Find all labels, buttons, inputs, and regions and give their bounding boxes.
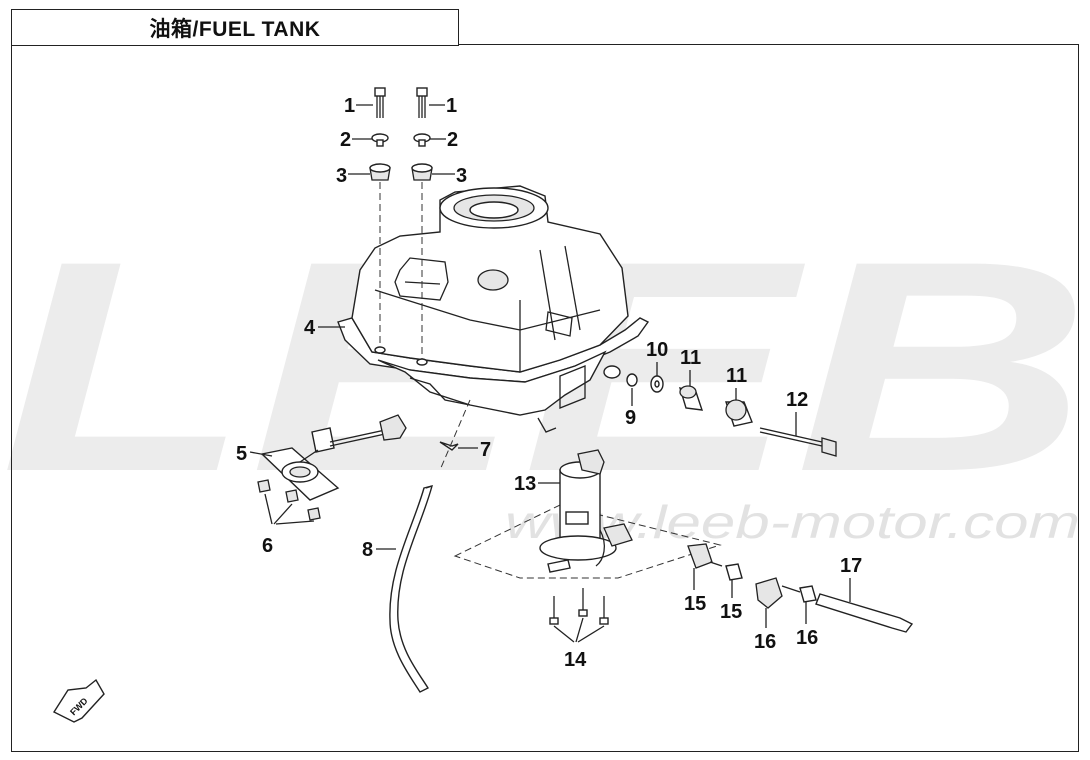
breather-hose bbox=[389, 485, 433, 693]
callout-9: 9 bbox=[625, 407, 636, 429]
fuel-pump bbox=[539, 449, 633, 573]
rubber-grommet-right bbox=[411, 163, 433, 181]
sensor-nuts bbox=[257, 479, 321, 521]
callout-7: 7 bbox=[480, 439, 491, 461]
fuel-hose-17 bbox=[815, 593, 914, 633]
callout-13: 13 bbox=[514, 473, 536, 495]
callout-16-left: 15 bbox=[720, 601, 742, 623]
callout-16-right: 16 bbox=[796, 627, 818, 649]
connector-15b bbox=[755, 577, 801, 609]
washer-10 bbox=[650, 375, 664, 393]
callout-15-right: 16 bbox=[754, 631, 776, 653]
rubber-grommet-left bbox=[369, 163, 391, 181]
callout-8: 8 bbox=[362, 539, 373, 561]
callout-3-right: 3 bbox=[456, 165, 467, 187]
callout-15-left: 15 bbox=[684, 593, 706, 615]
clip-16a bbox=[725, 563, 743, 581]
washer-left bbox=[371, 133, 389, 147]
clip-16b bbox=[799, 585, 817, 603]
title-box: 油箱/FUEL TANK bbox=[11, 9, 459, 46]
callout-17: 17 bbox=[840, 555, 862, 577]
page-title: 油箱/FUEL TANK bbox=[149, 17, 321, 41]
callout-1-right: 1 bbox=[446, 95, 457, 117]
pump-bolts bbox=[549, 588, 609, 625]
nut-9 bbox=[626, 373, 638, 387]
callout-1-left: 1 bbox=[344, 95, 355, 117]
callout-3-left: 3 bbox=[336, 165, 347, 187]
diagram-frame bbox=[11, 44, 1079, 752]
callouts: 1 1 2 2 3 3 4 5 6 7 8 9 10 11 11 12 13 bbox=[236, 95, 862, 671]
bolt-right bbox=[416, 87, 428, 118]
washer-right bbox=[413, 133, 431, 147]
callout-6: 6 bbox=[262, 535, 273, 557]
callout-14: 14 bbox=[564, 649, 587, 671]
callout-11-right: 11 bbox=[726, 365, 747, 387]
callout-2-right: 2 bbox=[447, 129, 458, 151]
fuel-level-sensor bbox=[260, 414, 407, 501]
hose-clamp bbox=[439, 441, 459, 451]
callout-2-left: 2 bbox=[340, 129, 351, 151]
fuel-tank bbox=[337, 185, 650, 433]
bushing-11b bbox=[725, 399, 753, 427]
bolt-left bbox=[374, 87, 386, 118]
callout-4: 4 bbox=[304, 317, 316, 339]
fwd-arrow-icon: FWD bbox=[52, 678, 105, 723]
long-bolt-12 bbox=[759, 427, 837, 457]
bushing-11a bbox=[678, 385, 704, 411]
callout-10: 10 bbox=[646, 339, 668, 361]
callout-11-left: 11 bbox=[680, 347, 701, 369]
callout-12: 12 bbox=[786, 389, 808, 411]
callout-5: 5 bbox=[236, 443, 247, 465]
connector-15a bbox=[687, 543, 723, 569]
